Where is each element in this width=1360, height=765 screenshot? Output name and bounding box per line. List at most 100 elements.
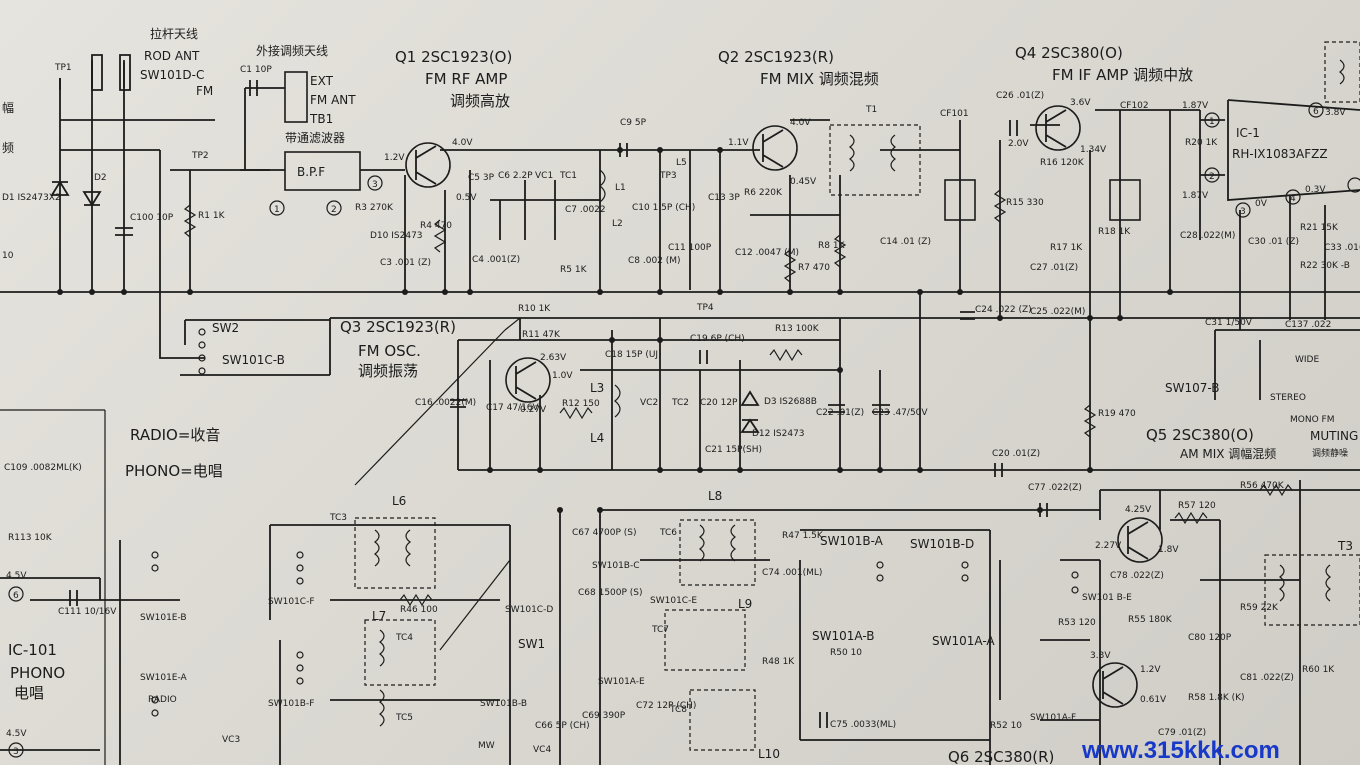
label-r3: R3 270K	[355, 203, 394, 213]
q1-emitter-voltage: 0.5V	[456, 193, 477, 203]
label-r46: R46 100	[400, 605, 438, 615]
label-sw101a-b: SW101A-B	[812, 629, 874, 643]
pin-1-bpf: 1	[274, 205, 280, 215]
transistor-symbols	[405, 105, 1163, 708]
sw101d-label: SW101D-C	[140, 68, 204, 82]
label-r10: R10 1K	[518, 304, 551, 314]
label-c24: C24 .022 (Z)	[975, 305, 1032, 315]
label-c68: C68 1500P (S)	[578, 588, 643, 598]
ic-top-voltage: 3.8V	[1325, 108, 1346, 118]
fm-ant-label: FM ANT	[310, 93, 356, 107]
q3-collector-voltage: 2.63V	[540, 353, 567, 363]
label-sw101e-b: SW101E-B	[140, 613, 187, 623]
ic-pin-3: 3	[1240, 207, 1246, 217]
label-r113: R113 10K	[8, 533, 53, 543]
label-r60: R60 1K	[1302, 665, 1335, 675]
q1-collector-voltage: 4.0V	[452, 138, 473, 148]
label-c72: C72 12P (CH)	[636, 701, 696, 711]
label-c77: C77 .022(Z)	[1028, 483, 1082, 493]
label-l6: L6	[392, 494, 406, 508]
pin-3-bpf: 3	[372, 180, 378, 190]
stereo-label: STEREO	[1270, 393, 1306, 403]
label-tc2: TC2	[671, 398, 689, 408]
label-tp4: TP4	[696, 303, 714, 313]
label-c13: C13 3P	[708, 193, 740, 203]
ic-pin-1: 1	[1209, 117, 1215, 127]
ic-pin-6: 6	[1313, 107, 1319, 117]
label-tc4: TC4	[395, 633, 413, 643]
q4-base-voltage: 2.0V	[1008, 139, 1029, 149]
rod-ant: ROD ANT	[144, 49, 200, 63]
q5-base-voltage: 2.27V	[1095, 541, 1122, 551]
q5-title: Q5 2SC380(O)	[1146, 426, 1254, 444]
label-r7: R7 470	[798, 263, 830, 273]
label-d2: D2	[94, 173, 107, 183]
label-l3: L3	[590, 381, 604, 395]
label-tp3: TP3	[659, 171, 677, 181]
label-c12: C12 .0047 (M)	[735, 248, 799, 258]
label-r22: R22 30K -B	[1300, 261, 1350, 271]
pin-2-bpf: 2	[331, 205, 337, 215]
label-c79: C79 .01(Z)	[1158, 728, 1206, 738]
label-sw101b-b: SW101B-B	[480, 699, 527, 709]
label-cf101: CF101	[940, 109, 969, 119]
label-tp1: TP1	[54, 63, 72, 73]
label-sw101c-d: SW101C-D	[505, 605, 553, 615]
q2-func: FM MIX 调频混频	[760, 70, 879, 88]
label-l4: L4	[590, 431, 604, 445]
label-c67: C67 4700P (S)	[572, 528, 637, 538]
q6-collector-voltage: 3.3V	[1090, 651, 1111, 661]
label-sw101b-e: SW101 B-E	[1082, 593, 1132, 603]
label-r20: R20 1K	[1185, 138, 1218, 148]
label-r13: R13 100K	[775, 324, 820, 334]
bpf-label: B.P.F	[297, 165, 325, 179]
left-edge-1: 幅	[2, 100, 14, 115]
label-r18: R18 1K	[1098, 227, 1131, 237]
q2-base-voltage: 1.1V	[728, 138, 749, 148]
q4-collector-voltage: 3.6V	[1070, 98, 1091, 108]
label-sw101e-a: SW101E-A	[140, 673, 188, 683]
label-c27: C27 .01(Z)	[1030, 263, 1078, 273]
q3-cn: 调频振荡	[358, 362, 418, 380]
label-sw101a-a: SW101A-A	[932, 634, 995, 648]
label-vc3: VC3	[222, 735, 240, 745]
wide-label: WIDE	[1295, 355, 1319, 365]
label-c16: C16 .0022(M)	[415, 398, 476, 408]
label-tc1: TC1	[559, 171, 577, 181]
label-t1: T1	[865, 105, 877, 115]
bpf-box	[284, 151, 361, 191]
label-c20: C20 .01(Z)	[992, 449, 1040, 459]
phono-label: PHONO	[10, 664, 65, 682]
label-r12: R12 150	[562, 399, 600, 409]
label-cf102: CF102	[1120, 101, 1149, 111]
label-r48: R48 1K	[762, 657, 795, 667]
label-c111: C111 10/16V	[58, 607, 117, 617]
q2-emitter-voltage: 0.45V	[790, 177, 817, 187]
label-c22: C22 .01(Z)	[816, 408, 864, 418]
ext-ant-cn: 外接调频天线	[256, 43, 328, 58]
label-mw: MW	[478, 741, 495, 751]
label-r52: R52 10	[990, 721, 1022, 731]
label-d10: D10 IS2473	[370, 231, 423, 241]
label-c7: C7 .0022	[565, 205, 606, 215]
ext-label: EXT	[310, 74, 334, 88]
label-sw101c-e: SW101C-E	[650, 596, 697, 606]
label-vc4: VC4	[533, 745, 551, 755]
muting-label: MUTING	[1310, 429, 1358, 443]
label-tp2: TP2	[191, 151, 209, 161]
q6-title: Q6 2SC380(R)	[948, 748, 1054, 765]
label-r56: R56 470K	[1240, 481, 1285, 491]
label-l8: L8	[708, 489, 722, 503]
label-sw101b-a: SW101B-A	[820, 534, 884, 548]
radio-note: RADIO=收音	[130, 426, 220, 444]
label-tc6: TC6	[659, 528, 677, 538]
label-r17: R17 1K	[1050, 243, 1083, 253]
label-c137: C137 .022	[1285, 320, 1331, 330]
ic101-label: IC-101	[8, 641, 57, 659]
t1-can	[829, 124, 921, 196]
ic1-outline	[1227, 99, 1360, 201]
label-r1: R1 1K	[198, 211, 226, 221]
label-c20c: C20 12P	[700, 398, 738, 408]
label-r19: R19 470	[1098, 409, 1136, 419]
